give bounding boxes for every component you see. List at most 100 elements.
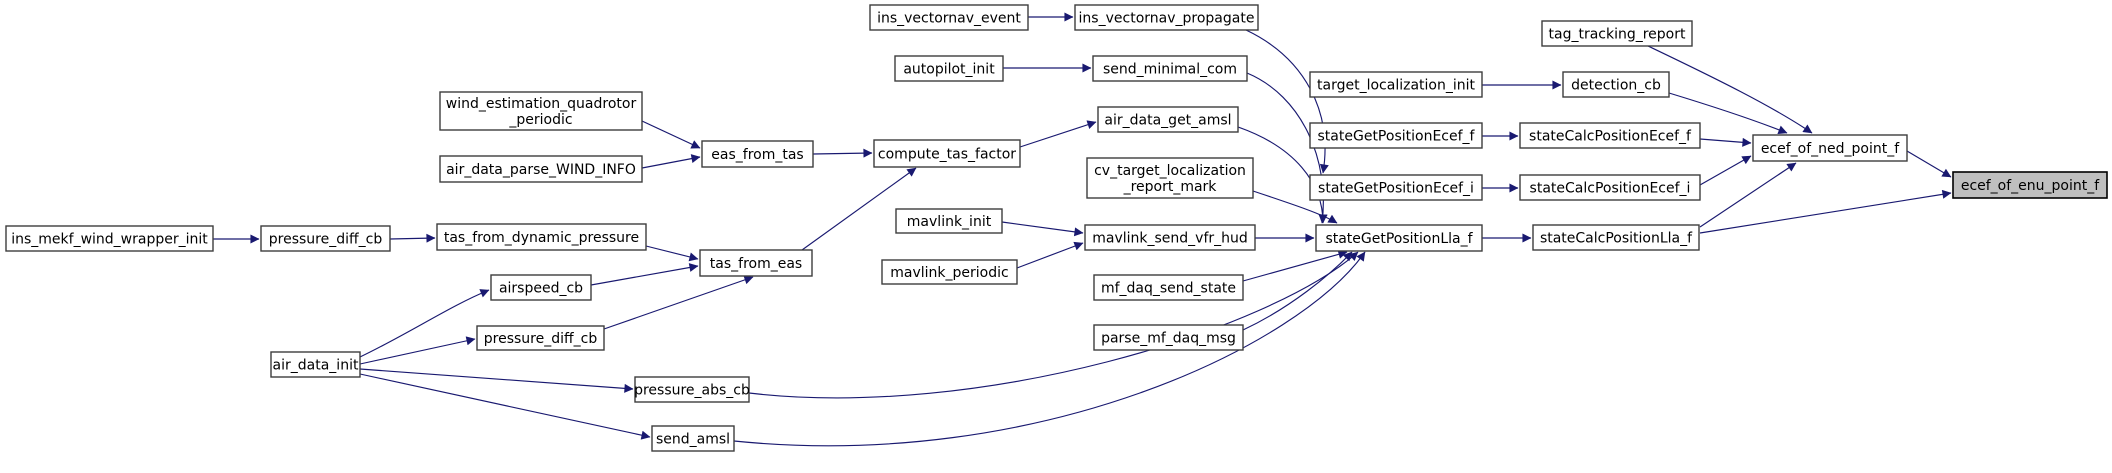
node-box[interactable] — [476, 325, 605, 351]
node-box[interactable] — [1097, 106, 1239, 133]
node-box[interactable] — [651, 425, 735, 452]
node-box[interactable] — [1519, 122, 1701, 149]
node-send_amsl[interactable]: send_amsl — [651, 425, 735, 452]
edge-ecef_of_ned_point_f-to-ecef_of_enu_point_f — [1906, 150, 1952, 178]
node-mavlink_send_vfr_hud[interactable]: mavlink_send_vfr_hud — [1084, 224, 1256, 251]
node-ins_vectornav_event[interactable]: ins_vectornav_event — [869, 4, 1029, 31]
node-label-mavlink_send_vfr_hud: mavlink_send_vfr_hud — [1092, 231, 1248, 247]
edge-parse_mf_daq_msg-to-stateGetPositionLla_f — [1242, 251, 1353, 331]
node-box[interactable] — [869, 4, 1029, 31]
node-label-line: _report_mark — [1123, 179, 1218, 195]
node-box[interactable] — [439, 91, 643, 131]
node-label-stateCalcPositionEcef_i: stateCalcPositionEcef_i — [1530, 181, 1691, 197]
node-label-line: stateGetPositionEcef_f — [1318, 129, 1476, 145]
node-label-line: mavlink_init — [907, 214, 992, 230]
node-box[interactable] — [1092, 55, 1248, 82]
node-label-line: mf_daq_send_state — [1101, 281, 1236, 297]
node-eas_from_tas[interactable]: eas_from_tas — [701, 140, 814, 168]
node-target_localization_init[interactable]: target_localization_init — [1309, 71, 1483, 98]
node-box[interactable] — [701, 140, 814, 168]
node-label-parse_mf_daq_msg: parse_mf_daq_msg — [1101, 331, 1236, 347]
node-label-mf_daq_send_state: mf_daq_send_state — [1101, 281, 1236, 297]
node-label-ecef_of_ned_point_f: ecef_of_ned_point_f — [1761, 141, 1900, 157]
node-label-detection_cb: detection_cb — [1571, 78, 1661, 94]
node-box[interactable] — [699, 249, 813, 277]
edge-air_data_init-to-pressure_abs_cb — [359, 368, 634, 393]
node-stateCalcPositionEcef_f[interactable]: stateCalcPositionEcef_f — [1519, 122, 1701, 149]
node-pressure_diff_cb_2[interactable]: pressure_diff_cb — [476, 325, 605, 351]
edge-airspeed_cb-to-tas_from_eas — [590, 263, 699, 286]
node-tas_from_dynamic_pressure[interactable]: tas_from_dynamic_pressure — [436, 223, 647, 251]
node-ins_mekf_wind_wrapper_init[interactable]: ins_mekf_wind_wrapper_init — [5, 225, 214, 252]
node-box[interactable] — [1752, 134, 1908, 162]
node-box[interactable] — [881, 259, 1018, 285]
node-box[interactable] — [1309, 71, 1483, 98]
node-box[interactable] — [1084, 224, 1256, 251]
edge-pressure_abs_cb-to-stateGetPositionLla_f — [748, 251, 1359, 399]
node-box[interactable] — [1074, 4, 1259, 31]
node-ecef_of_ned_point_f[interactable]: ecef_of_ned_point_f — [1752, 134, 1908, 162]
node-label-line: stateCalcPositionEcef_f — [1529, 129, 1692, 145]
node-label-wind_estimation_quadrotor_periodic: wind_estimation_quadrotor_periodic — [446, 96, 637, 128]
node-pressure_diff_cb[interactable]: pressure_diff_cb — [260, 225, 391, 252]
node-stateGetPositionEcef_f[interactable]: stateGetPositionEcef_f — [1309, 122, 1483, 149]
node-tas_from_eas[interactable]: tas_from_eas — [699, 249, 813, 277]
node-box[interactable] — [894, 55, 1004, 82]
node-wind_estimation_quadrotor_periodic[interactable]: wind_estimation_quadrotor_periodic — [439, 91, 643, 131]
node-box[interactable] — [439, 155, 643, 183]
node-air_data_init[interactable]: air_data_init — [270, 351, 361, 378]
node-box[interactable] — [490, 274, 592, 301]
node-box[interactable] — [895, 208, 1003, 234]
node-tag_tracking_report[interactable]: tag_tracking_report — [1541, 20, 1693, 47]
node-box[interactable] — [270, 351, 361, 378]
node-label-autopilot_init: autopilot_init — [903, 62, 995, 78]
node-label-line: ins_vectornav_propagate — [1079, 11, 1255, 27]
node-box[interactable] — [634, 376, 750, 403]
node-box[interactable] — [1093, 274, 1244, 301]
edge-air_data_init-to-pressure_diff_cb_2 — [359, 336, 476, 365]
node-box[interactable] — [873, 139, 1021, 168]
node-airspeed_cb[interactable]: airspeed_cb — [490, 274, 592, 301]
edge-pressure_diff_cb-to-tas_from_dynamic_pressure — [389, 233, 436, 243]
highlighted-node-box — [1952, 171, 2108, 199]
node-label-line: ins_vectornav_event — [877, 11, 1021, 27]
node-detection_cb[interactable]: detection_cb — [1562, 71, 1670, 98]
node-mf_daq_send_state[interactable]: mf_daq_send_state — [1093, 274, 1244, 301]
node-label-ins_vectornav_propagate: ins_vectornav_propagate — [1079, 11, 1255, 27]
node-air_data_get_amsl[interactable]: air_data_get_amsl — [1097, 106, 1239, 133]
node-box[interactable] — [260, 225, 391, 252]
edge-pressure_diff_cb_2-to-tas_from_eas — [603, 275, 754, 330]
node-label-line: tas_from_eas — [710, 256, 802, 272]
node-stateGetPositionEcef_i[interactable]: stateGetPositionEcef_i — [1309, 174, 1483, 201]
node-box[interactable] — [1532, 224, 1700, 251]
node-box[interactable] — [1541, 20, 1693, 47]
node-stateCalcPositionEcef_i[interactable]: stateCalcPositionEcef_i — [1519, 174, 1701, 201]
node-label-line: parse_mf_daq_msg — [1101, 331, 1236, 347]
node-stateCalcPositionLla_f[interactable]: stateCalcPositionLla_f — [1532, 224, 1700, 251]
node-box[interactable] — [436, 223, 647, 251]
node-box[interactable] — [1093, 324, 1244, 351]
node-box[interactable] — [1309, 174, 1483, 201]
node-mavlink_periodic[interactable]: mavlink_periodic — [881, 259, 1018, 285]
node-pressure_abs_cb[interactable]: pressure_abs_cb — [634, 376, 750, 403]
node-send_minimal_com[interactable]: send_minimal_com — [1092, 55, 1248, 82]
node-box[interactable] — [5, 225, 214, 252]
node-compute_tas_factor[interactable]: compute_tas_factor — [873, 139, 1021, 168]
node-autopilot_init[interactable]: autopilot_init — [894, 55, 1004, 82]
node-box[interactable] — [1519, 174, 1701, 201]
node-box[interactable] — [1309, 122, 1483, 149]
nodes-layer: ins_vectornav_event ins_vectornav_propaga… — [5, 4, 2108, 452]
node-box[interactable] — [1562, 71, 1670, 98]
node-cv_target_localization_report_mark[interactable]: cv_target_localization_report_mark — [1086, 157, 1254, 199]
node-air_data_parse_WIND_INFO[interactable]: air_data_parse_WIND_INFO — [439, 155, 643, 183]
node-box[interactable] — [1086, 157, 1254, 199]
node-box[interactable] — [1315, 224, 1483, 252]
edge-stateCalcPositionEcef_f-to-ecef_of_ned_point_f — [1699, 137, 1752, 147]
node-mavlink_init[interactable]: mavlink_init — [895, 208, 1003, 234]
edge-wind_estimation_quadrotor_periodic-to-eas_from_tas — [641, 120, 701, 149]
node-stateGetPositionLla_f[interactable]: stateGetPositionLla_f — [1315, 224, 1483, 252]
node-ins_vectornav_propagate[interactable]: ins_vectornav_propagate — [1074, 4, 1259, 31]
node-parse_mf_daq_msg[interactable]: parse_mf_daq_msg — [1093, 324, 1244, 351]
node-label-send_amsl: send_amsl — [656, 432, 730, 448]
